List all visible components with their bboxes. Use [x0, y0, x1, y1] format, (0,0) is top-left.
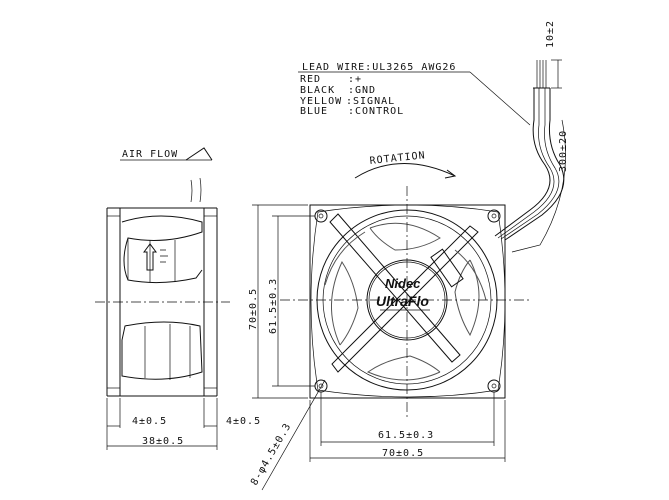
airflow-label: AIR FLOW — [122, 149, 178, 160]
dim-flange-right: 4±0.5 — [226, 416, 261, 427]
dim-height-outer: 70±0.5 — [248, 288, 259, 330]
strut-1 — [329, 213, 461, 363]
logo-product: UltraFlo — [376, 293, 429, 309]
dim-height-holes: 61.5±0.3 — [268, 278, 279, 334]
wire-harness: 10±2 300±20 — [494, 20, 569, 253]
front-view: Nidec UltraFlo 70±0.5 61.5±0.3 61.5±0.3 … — [248, 186, 530, 491]
wire-blue-color: BLUE — [300, 106, 328, 117]
wire-red-value: :+ — [348, 74, 362, 85]
dim-flange-left: 4±0.5 — [132, 416, 167, 427]
wire-black-value: :GND — [348, 85, 376, 96]
dim-lead-length: 300±20 — [558, 130, 569, 172]
lead-wire-title: LEAD WIRE:UL3265 AWG26 — [302, 62, 456, 73]
wire-yellow-value: :SIGNAL — [346, 96, 395, 107]
side-view: 4±0.5 4±0.5 38±0.5 — [95, 207, 261, 450]
lead-wire-leader — [469, 71, 531, 126]
logo-brand: Nidec — [385, 276, 421, 291]
airflow-indicator: AIR FLOW — [120, 147, 213, 203]
rotation-indicator: ROTATION — [354, 150, 457, 179]
wire-yellow-color: YELLOW — [300, 96, 342, 107]
strut-2 — [331, 225, 479, 373]
dim-holes: 8-φ4.5±0.3 — [249, 421, 294, 487]
dim-depth: 38±0.5 — [142, 436, 184, 447]
wire-black-color: BLACK — [300, 85, 335, 96]
connector — [430, 248, 464, 288]
dim-strip-length: 10±2 — [545, 20, 556, 48]
wire-blue-value: :CONTROL — [348, 106, 404, 117]
dim-width-holes: 61.5±0.3 — [378, 430, 434, 441]
dim-width-outer: 70±0.5 — [382, 448, 424, 459]
lead-wire-note: LEAD WIRE:UL3265 AWG26 RED :+ BLACK :GND… — [298, 62, 531, 126]
wire-red-color: RED — [300, 74, 321, 85]
